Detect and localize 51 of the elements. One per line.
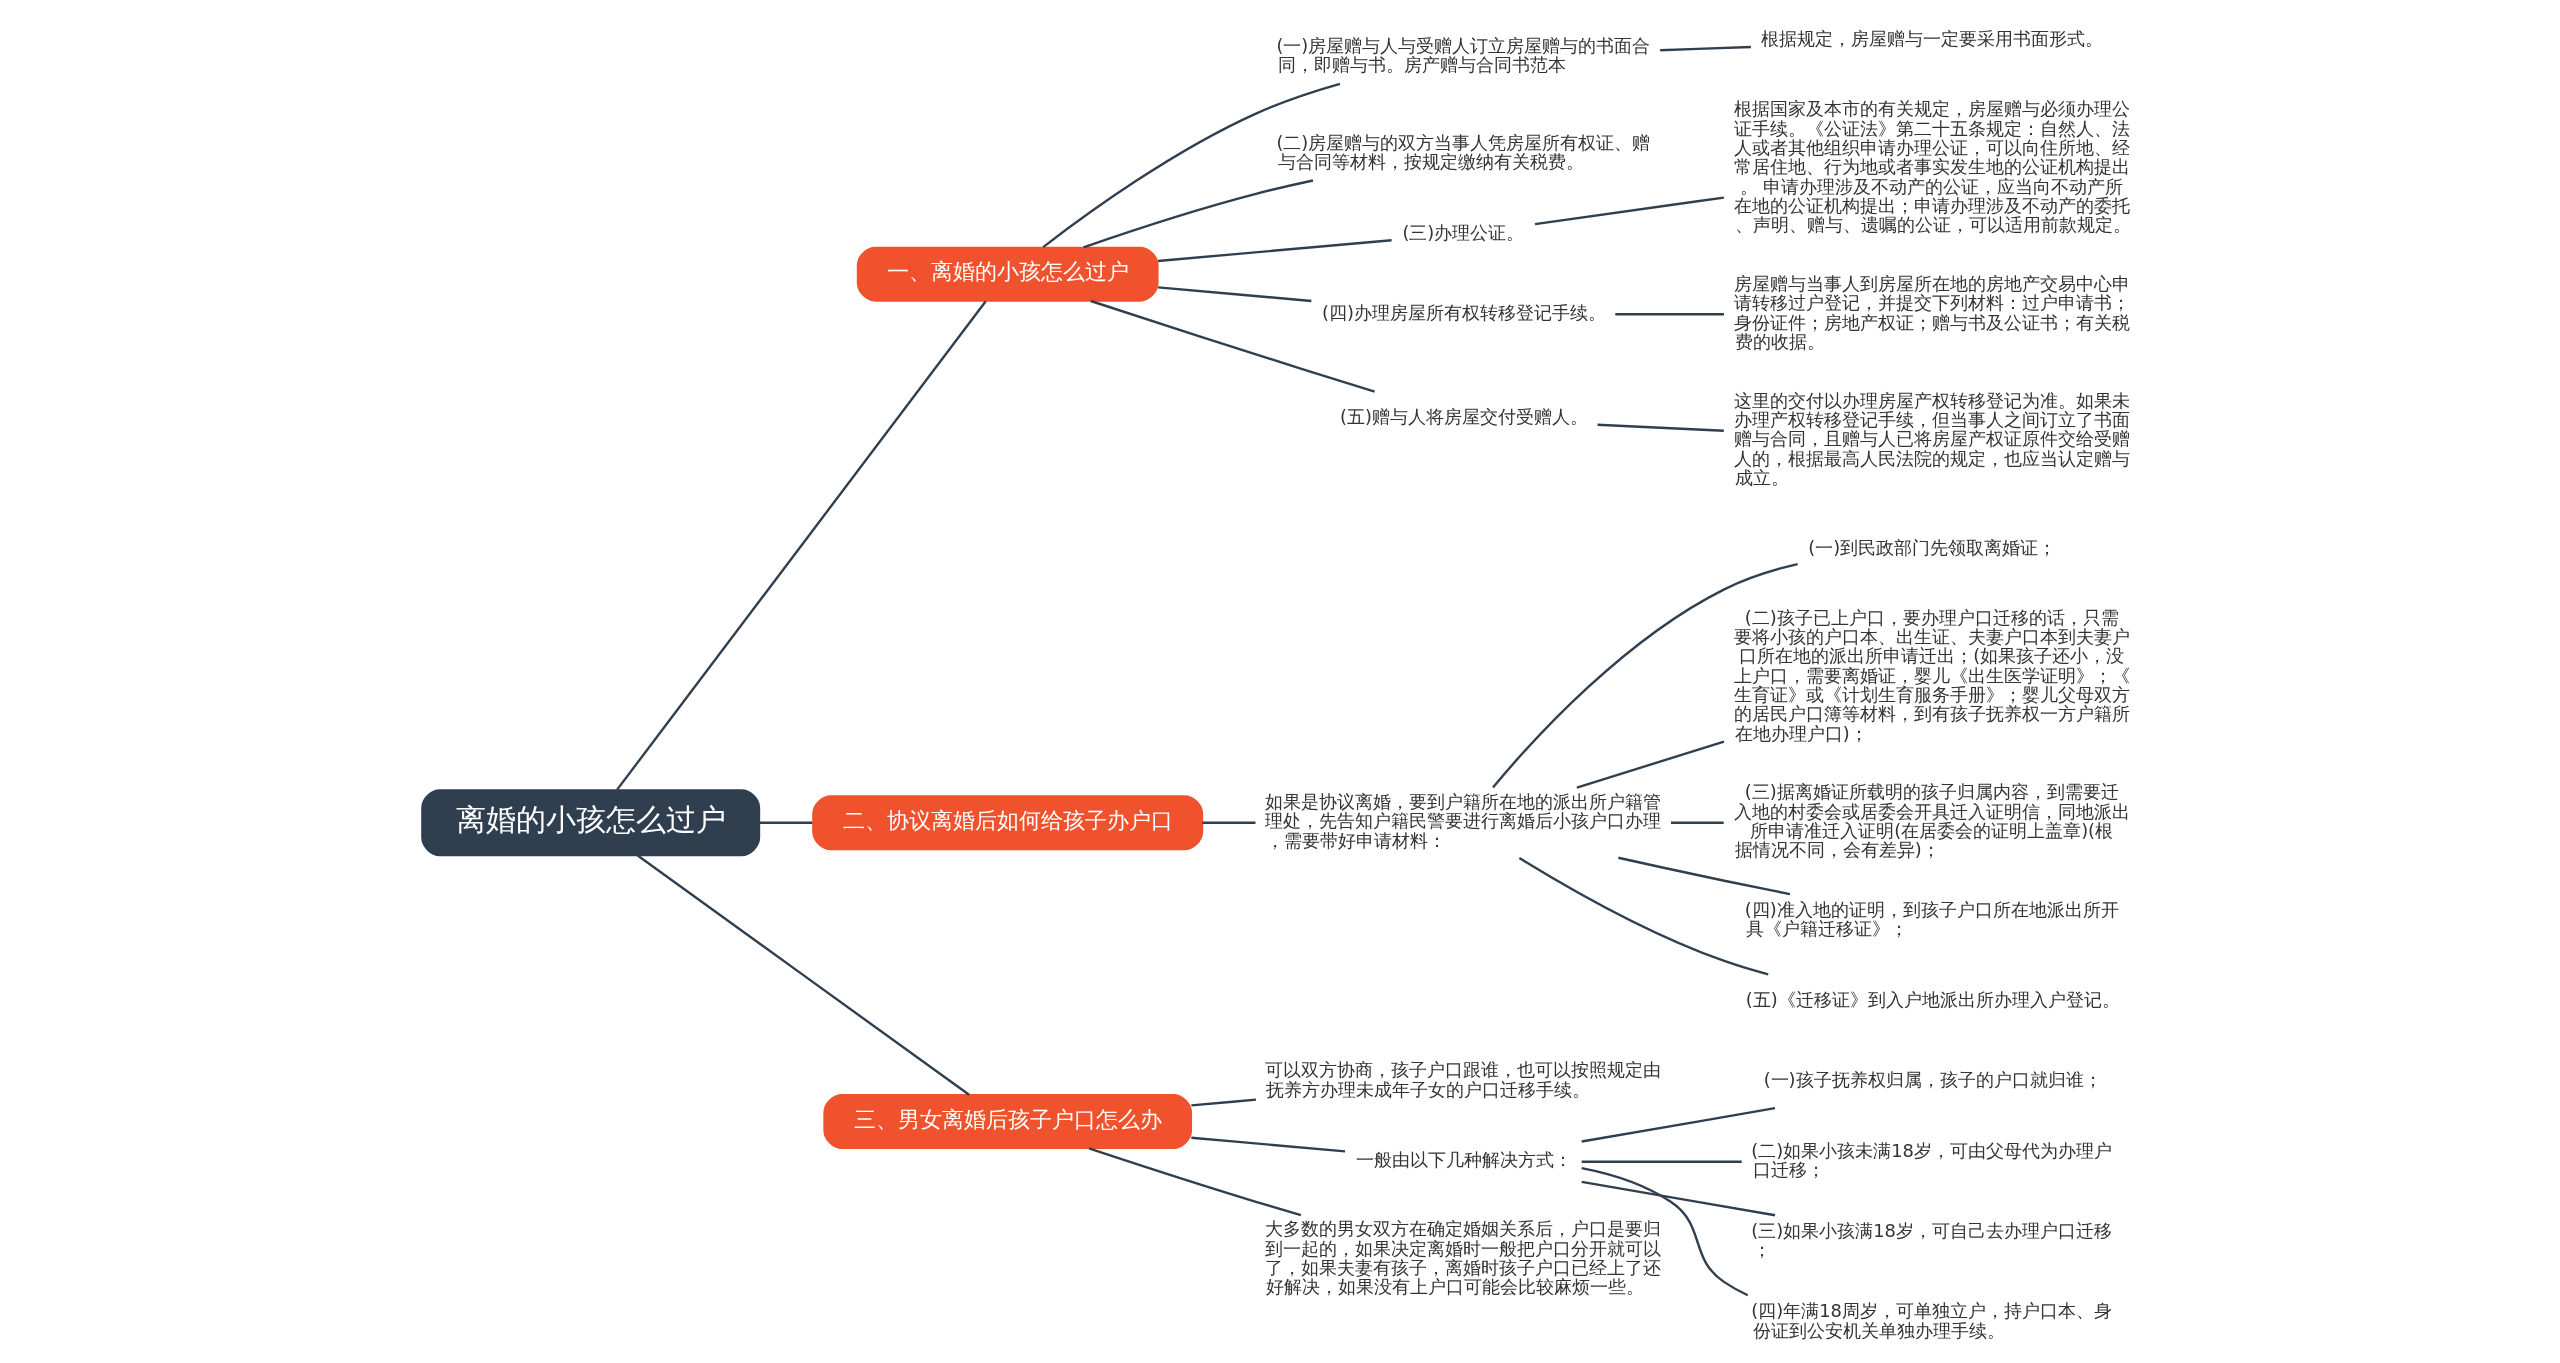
connector <box>1659 45 1751 52</box>
connector <box>1617 856 1790 896</box>
node-text: (二)如果小孩未满18岁，可由父母代为办理户口迁移； <box>1750 1139 2112 1180</box>
connector <box>1190 1136 1345 1153</box>
connector <box>1534 196 1724 226</box>
connector <box>1041 82 1340 249</box>
node-text: (二)孩子已上户口，要办理户口迁移的话，只需要将小孩的户口本、出生证、夫妻户口本到夫妻户口所在地的派出所申请迁出；(如果孩子还小，没上户口，需要离婚证，婴儿《出生医学证明》；《生育证》或《计划生育服务手册》；婴儿父母双方的居民户口簿等材料，到有孩子抚养权一方户籍所在地办理户口)； <box>1733 606 2130 744</box>
connector <box>636 854 970 1096</box>
connector <box>1190 1098 1256 1107</box>
connector <box>1670 821 1724 824</box>
node-text: (三)办理公证。 <box>1401 221 1524 243</box>
node-text: 可以双方协商，孩子户口跟谁，也可以按照规定由抚养方办理未成年子女的户口迁移手续。 <box>1264 1059 1661 1100</box>
node-text: 根据国家及本市的有关规定，房屋赠与必须办理公证手续。《公证法》第二十五条规定：自然人、法人或者其他组织申请办理公证，可以向住所地、经常居住地、行为地或者事实发生地的公证机构提出。 申请办理涉及不动产的公证，应当向不动产所在地的公证机构提出；申请办理涉及不动产的委托、声明、赠与、遗嘱的公证，可以适用前款规定。 <box>1733 98 2131 236</box>
node-text: 一般由以下几种解决方式： <box>1355 1149 1572 1171</box>
connector <box>1157 239 1392 263</box>
connector <box>1614 313 1724 316</box>
connector <box>1597 423 1724 432</box>
connector <box>759 821 812 824</box>
connector <box>1580 1180 1775 1217</box>
node-text: (二)房屋赠与的双方当事人凭房屋所有权证、赠与合同等材料，按规定缴纳有关税费。 <box>1275 131 1650 172</box>
connector <box>1491 562 1798 789</box>
node-text: 如果是协议离婚，要到户籍所在地的派出所户籍管理处，先告知户籍民警要进行离婚后小孩户口办理，需要带好申请材料： <box>1264 791 1661 851</box>
connector <box>1202 821 1255 824</box>
connector <box>1088 1147 1301 1217</box>
connector <box>1581 1160 1742 1163</box>
node-box: 二、协议离婚后如何给孩子办户口 <box>811 795 1203 851</box>
node-text: (三)如果小孩满18岁，可自己去办理户口迁移； <box>1750 1219 2112 1261</box>
connector <box>1082 179 1313 249</box>
node-text: 根据规定，房屋赠与一定要采用书面形式。 <box>1760 28 2103 50</box>
connector <box>1576 740 1724 789</box>
node-text: (一)房屋赠与人与受赠人订立房屋赠与的书面合同，即赠与书。房产赠与合同书范本 <box>1275 35 1650 76</box>
connector <box>1580 1167 1748 1297</box>
connector <box>1518 856 1768 976</box>
connector <box>1580 1107 1775 1143</box>
node-text: (四)办理房屋所有权转移登记手续。 <box>1321 301 1606 323</box>
node-text: 房屋赠与当事人到房屋所在地的房地产交易中心申请转移过户登记，并提交下列材料：过户申请书；身份证件；房地产权证；赠与书及公证书；有关税费的收据。 <box>1733 272 2130 352</box>
node-box: 三、男女离婚后孩子户口怎么办 <box>822 1094 1192 1150</box>
connector <box>615 300 987 791</box>
node-text: (四)年满18周岁，可单独立户，持户口本、身份证到公安机关单独办理手续。 <box>1750 1300 2112 1341</box>
node-text: 这里的交付以办理房屋产权转移登记为准。如果未办理产权转移登记手续，但当事人之间订立了书面赠与合同，且赠与人已将房屋产权证原件交给受赠人的，根据最高人民法院的规定，也应当认定赠与成立。 <box>1733 389 2130 488</box>
node-text: (五)赠与人将房屋交付受赠人。 <box>1339 405 1588 427</box>
node-box: 一、离婚的小孩怎么过户 <box>856 246 1159 302</box>
node-text: (一)孩子抚养权归属，孩子的户口就归谁； <box>1763 1069 2102 1091</box>
connector <box>1089 299 1375 393</box>
node-text: 大多数的男女双方在确定婚姻关系后，户口是要归到一起的，如果决定离婚时一般把户口分开就可以了，如果夫妻有孩子，离婚时孩子户口已经上了还好解决，如果没有上户口可能会比较麻烦一些。 <box>1264 1218 1661 1298</box>
connector <box>1157 286 1311 303</box>
node-text: (四)准入地的证明，到孩子户口所在地派出所开具《户籍迁移证》； <box>1744 898 2119 940</box>
node-text: (一)到民政部门先领取离婚证； <box>1807 536 2056 558</box>
node-text: (三)据离婚证所载明的孩子归属内容，到需要迁入地的村委会或居委会开具迁入证明信，同地派出所申请准迁入证明(在居委会的证明上盖章)(根据情况不同，会有差异)； <box>1733 781 2130 861</box>
node-text: (五)《迁移证》到入户地派出所办理入户登记。 <box>1745 988 2120 1010</box>
node-box: 离婚的小孩怎么过户 <box>420 789 760 857</box>
